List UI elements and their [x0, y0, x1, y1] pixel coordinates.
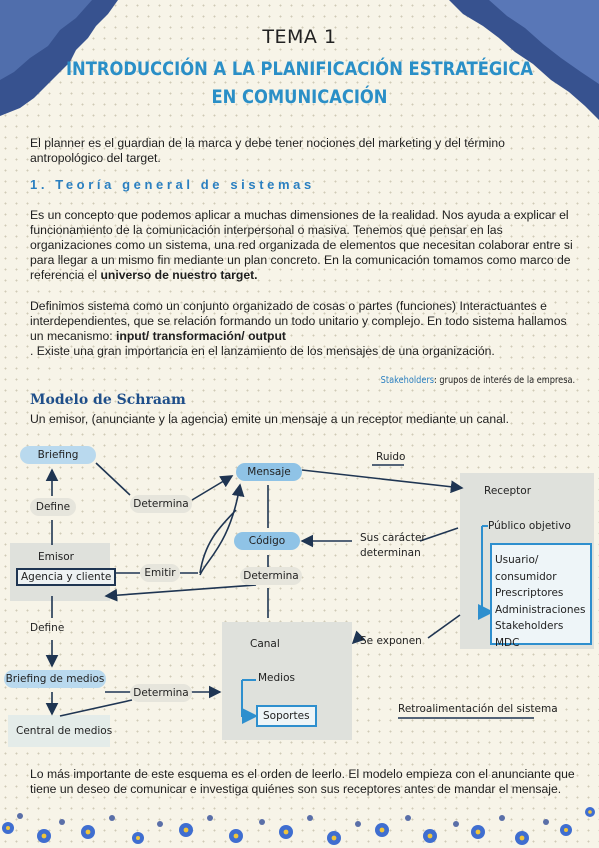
list-item: Stakeholders — [495, 620, 564, 633]
determina-label-1: Determina — [130, 495, 192, 513]
para1-text: Es un concepto que podemos aplicar a muc… — [30, 208, 573, 282]
list-item: Usuario/ consumidor — [495, 554, 557, 583]
page-title: INTRODUCCIÓN A LA PLANIFICACIÓN ESTRATÉG… — [42, 55, 557, 111]
retroalimentacion-label: Retroalimentación del sistema — [398, 703, 558, 715]
tema-label: TEMA 1 — [262, 26, 337, 48]
determina-label-3: Determina — [130, 684, 192, 702]
soportes-box: Soportes — [256, 705, 317, 727]
closing-paragraph: Lo más importante de este esquema es el … — [30, 767, 575, 796]
modelo-description: Un emisor, (anunciante y la agencia) emi… — [30, 412, 509, 426]
modelo-heading: Modelo de Schraam — [30, 392, 186, 408]
sus-caracter-label: Sus carácter determinan — [360, 531, 426, 561]
list-item: Administraciones — [495, 603, 586, 616]
para2-end: . Existe una gran importancia en el lanz… — [30, 344, 495, 358]
canal-label: Canal — [250, 638, 280, 650]
central-medios-label: Central de medios — [16, 725, 113, 737]
section-paragraph-1: Es un concepto que podemos aplicar a muc… — [30, 208, 578, 283]
define-label-2: Define — [30, 622, 65, 634]
sus-caracter-line-1: Sus carácter — [360, 532, 426, 544]
define-label-1: Define — [30, 498, 76, 516]
receptor-label: Receptor — [484, 485, 532, 497]
emisor-label: Emisor — [38, 551, 74, 563]
section-paragraph-2: Definimos sistema como un conjunto organ… — [30, 299, 578, 359]
para1-bold: universo de nuestro target. — [100, 268, 258, 282]
medios-label: Medios — [258, 672, 295, 684]
central-medios-box — [8, 715, 110, 747]
list-item: Prescriptores — [495, 587, 564, 600]
para2-text: Definimos sistema como un conjunto organ… — [30, 299, 567, 343]
publico-list: Usuario/ consumidor Prescriptores Admini… — [495, 552, 599, 652]
stakeholders-rest: : grupos de interés de la empresa. — [433, 375, 575, 386]
publico-list-box — [490, 543, 592, 645]
title-line-2: EN COMUNICACIÓN — [211, 86, 388, 108]
para2-bold: input/ transformación/ output — [116, 329, 286, 343]
section-heading: 1. Teoría general de sistemas — [30, 177, 315, 192]
codigo-node: Código — [234, 532, 300, 550]
mensaje-node: Mensaje — [236, 463, 302, 481]
emitir-label: Emitir — [140, 564, 180, 582]
agencia-cliente-box: Agencia y cliente — [16, 568, 117, 586]
determina-label-2: Determina — [240, 567, 302, 585]
stakeholders-note: Stakeholders: grupos de interés de la em… — [381, 375, 575, 386]
publico-objetivo-label: Público objetivo — [488, 520, 571, 532]
ruido-label: Ruido — [376, 451, 406, 463]
stakeholders-key: Stakeholders — [380, 375, 434, 386]
briefing-medios-node: Briefing de medios — [4, 670, 106, 688]
top-left-decoration — [0, 0, 118, 116]
top-right-decoration — [449, 0, 599, 120]
sus-caracter-line-2: determinan — [360, 547, 421, 559]
briefing-node: Briefing — [20, 446, 96, 464]
list-item: MDC — [495, 636, 520, 649]
intro-paragraph: El planner es el guardian de la marca y … — [30, 136, 505, 165]
se-exponen-label: Se exponen — [360, 635, 422, 647]
title-line-1: INTRODUCCIÓN A LA PLANIFICACIÓN ESTRATÉG… — [65, 58, 534, 80]
bottom-flower-decoration — [2, 807, 595, 845]
